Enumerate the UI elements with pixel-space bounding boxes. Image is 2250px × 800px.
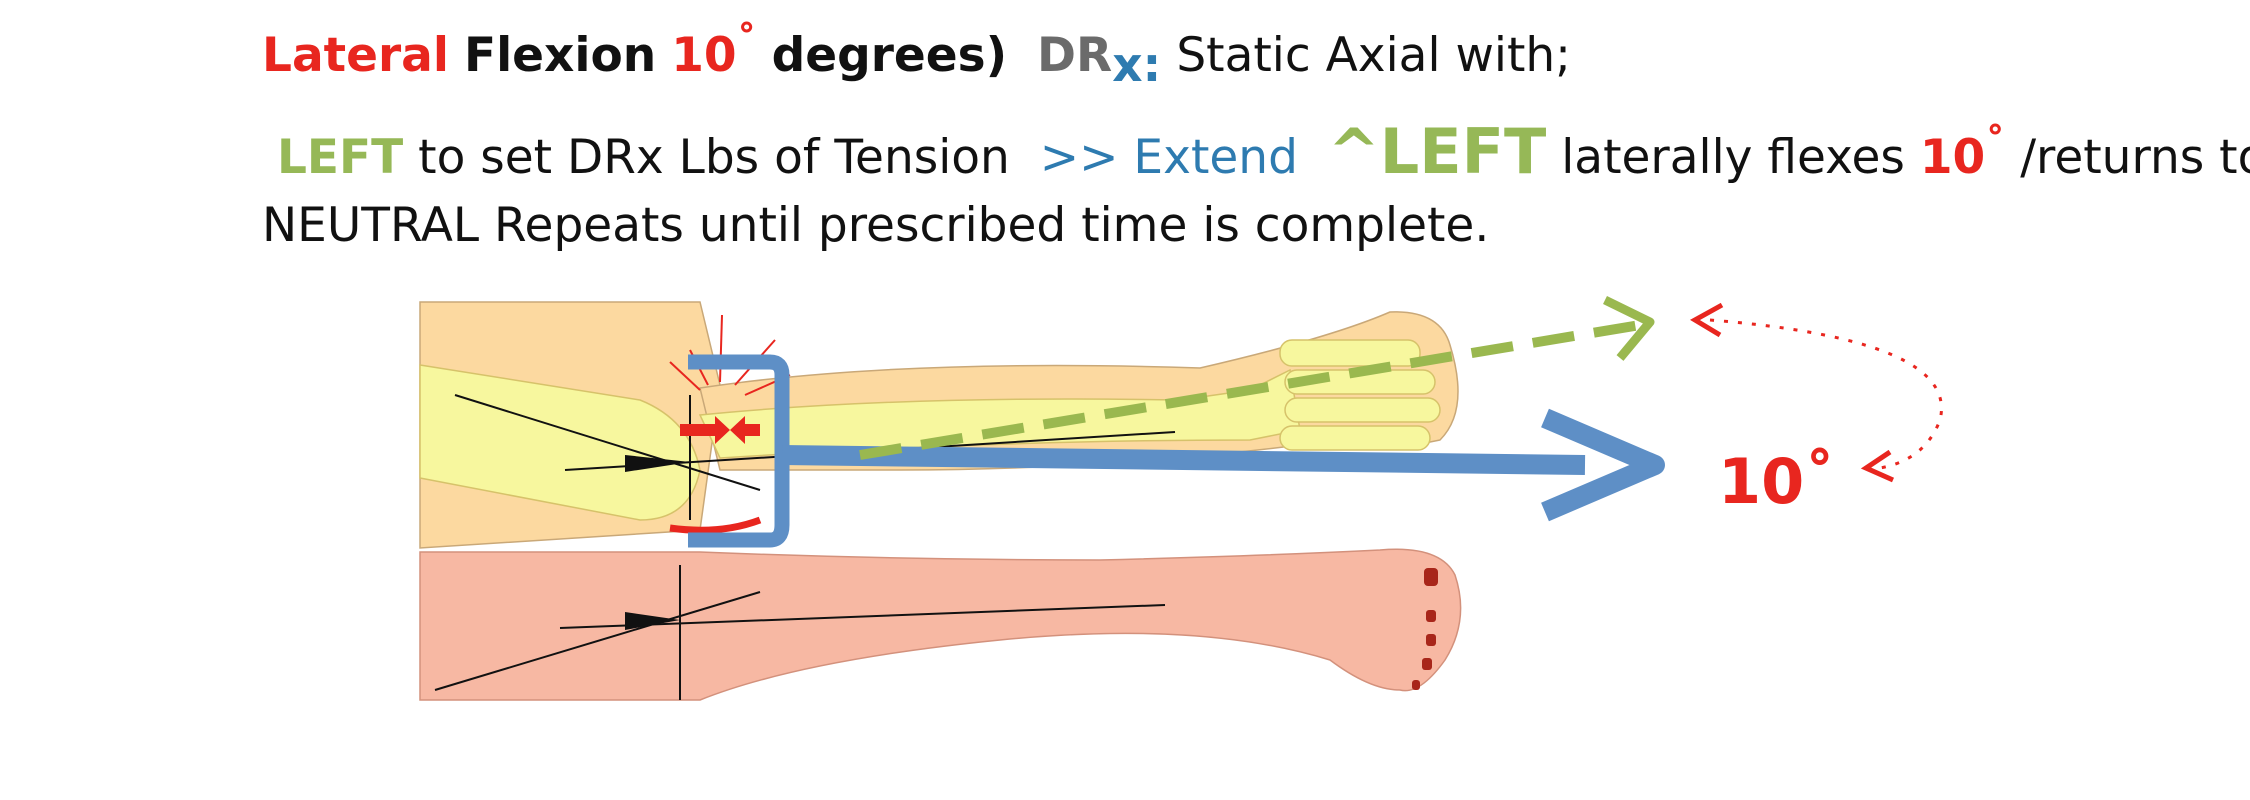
lower-leg: [419, 548, 1462, 701]
blue-traction-arrow: [688, 354, 1665, 548]
repeat-text: NEUTRAL Repeats until prescribed time is…: [262, 198, 1490, 253]
toenails: [1412, 568, 1438, 690]
drx-dr: DR: [1037, 28, 1113, 83]
tension-text: to set DRx Lbs of Tension: [418, 130, 1010, 185]
foot-bones: [1279, 339, 1441, 451]
drx-x: x:: [1112, 38, 1162, 93]
left-caret-word: ^LEFT: [1327, 115, 1547, 188]
green-dashed-arrow: [859, 295, 1655, 460]
left-word: LEFT: [276, 130, 404, 185]
extend-text: >> Extend: [1039, 130, 1298, 185]
title-line: Lateral Flexion 10˚ degrees) DRx: Static…: [262, 21, 1572, 93]
red-curve: [669, 516, 762, 534]
angle-label: 10˚: [1718, 445, 1836, 518]
laterally-flexes-text: laterally flexes: [1561, 130, 1905, 185]
degrees-number: 10˚: [671, 21, 757, 83]
static-axial-text: Static Axial with;: [1176, 28, 1572, 83]
upper-leg: [419, 301, 1459, 549]
red-arrow-left: [730, 416, 760, 444]
returns-text: /returns to: [2020, 130, 2250, 185]
femur-bone: [419, 364, 701, 521]
red-dotted-arc: [1690, 302, 1943, 483]
instruction-line: LEFT to set DRx Lbs of Tension >> Extend…: [262, 115, 2250, 188]
lateral-word: Lateral: [262, 28, 450, 83]
flex-degrees: 10˚: [1919, 123, 2006, 185]
flexion-word: Flexion: [463, 28, 657, 83]
repeat-line: NEUTRAL Repeats until prescribed time is…: [262, 198, 1489, 253]
pink-leg: [419, 548, 1462, 701]
red-arrow-right: [680, 416, 730, 444]
degrees-word: degrees): [771, 28, 1008, 83]
